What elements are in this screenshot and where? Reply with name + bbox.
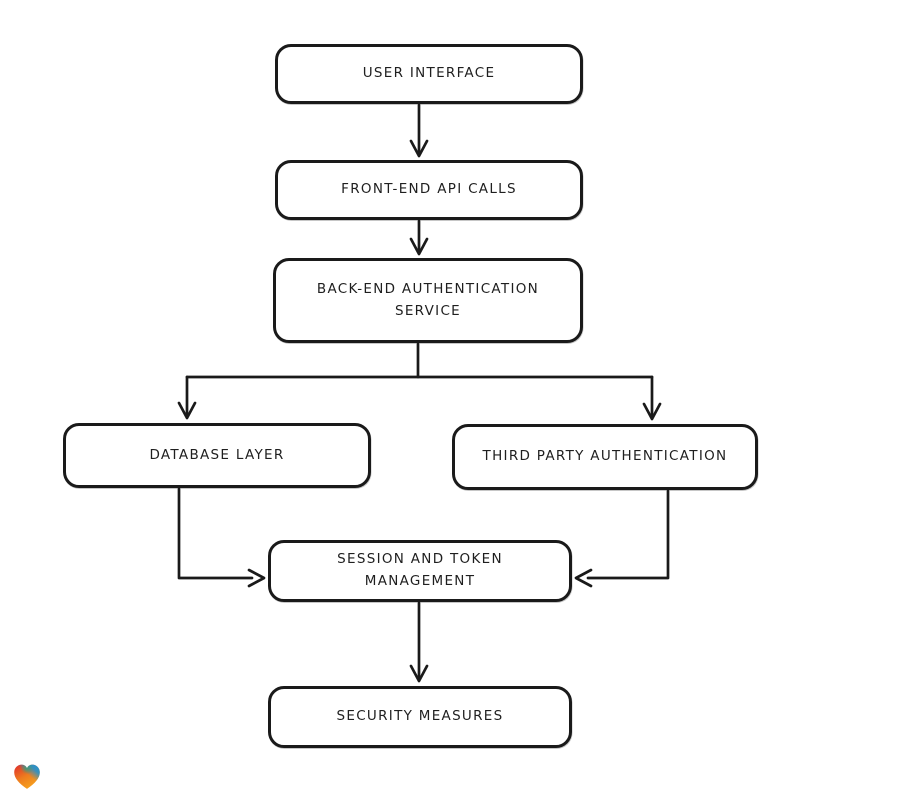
node-security-measures-label: SECURITY MEASURES [336, 708, 504, 725]
node-third-party-authentication-label: THIRD PARTY AUTHENTICATION [482, 448, 728, 465]
node-database-layer-label: DATABASE LAYER [149, 446, 285, 463]
node-third-party-authentication[interactable]: THIRD PARTY AUTHENTICATION [452, 424, 758, 490]
node-database-layer[interactable]: DATABASE LAYER [63, 423, 371, 488]
node-session-and-token-management[interactable]: SESSION AND TOKEN MANAGEMENT [268, 540, 572, 602]
node-front-end-api-calls[interactable]: FRONT-END API CALLS [275, 160, 583, 220]
edge-database-to-session [177, 487, 266, 588]
edge-third-party-to-session [574, 489, 670, 588]
edge-user-interface-to-front-end [409, 103, 429, 158]
edge-front-end-to-back-end [409, 219, 429, 256]
node-security-measures[interactable]: SECURITY MEASURES [268, 686, 572, 748]
node-back-end-authentication-service[interactable]: BACK-END AUTHENTICATION SERVICE [273, 258, 583, 343]
node-user-interface-label: USER INTERFACE [362, 65, 496, 82]
node-user-interface[interactable]: USER INTERFACE [275, 44, 583, 104]
edge-session-to-security [409, 601, 429, 683]
node-front-end-api-calls-label: FRONT-END API CALLS [341, 181, 517, 198]
node-session-and-token-management-label: SESSION AND TOKEN MANAGEMENT [337, 551, 503, 589]
edge-back-end-branch [177, 342, 662, 421]
node-back-end-authentication-service-label: BACK-END AUTHENTICATION SERVICE [316, 280, 540, 319]
heart-logo [12, 761, 42, 792]
